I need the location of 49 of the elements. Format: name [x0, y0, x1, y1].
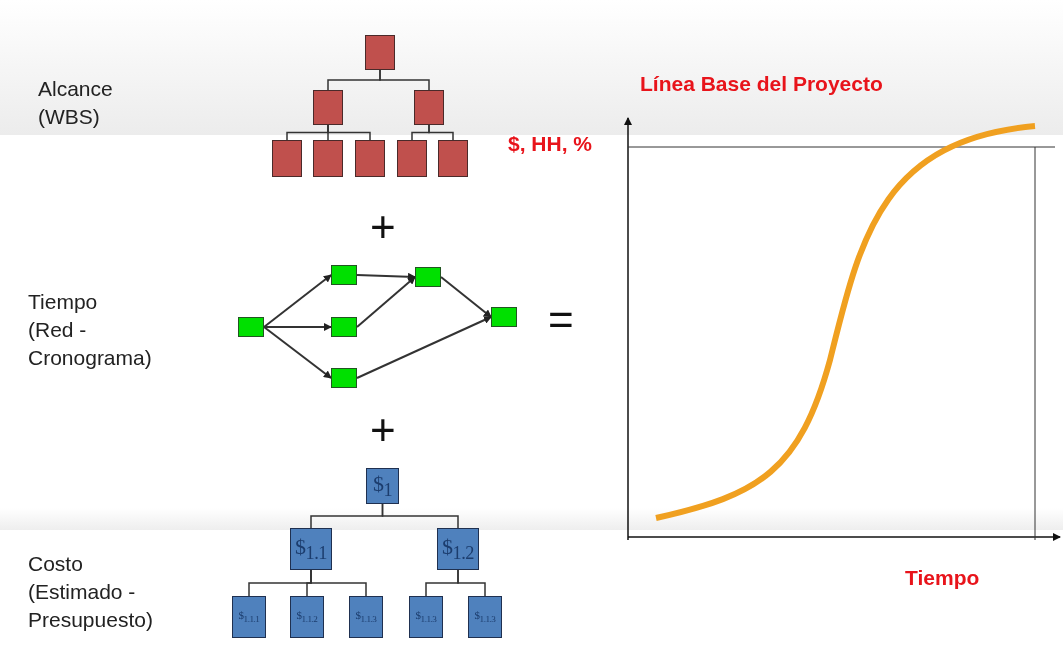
tree-connector: [379, 69, 430, 91]
cost-code: $$_{1}$: [372, 470, 393, 502]
wbs-box: [313, 90, 343, 125]
plus-sign: +: [370, 408, 396, 452]
tree-connector: [381, 503, 459, 529]
cost-code: $$_{1.1.3}$: [415, 609, 437, 625]
wbs-box: [365, 35, 395, 70]
arrow: [263, 326, 332, 379]
arrow: [356, 316, 492, 379]
wbs-box: [397, 140, 427, 177]
activity-box: [331, 368, 357, 388]
activity-box: [415, 267, 441, 287]
arrow: [356, 272, 416, 281]
cost-box: [366, 468, 399, 504]
chart-title: Línea Base del Proyecto: [640, 72, 883, 96]
activity-box: [331, 265, 357, 285]
cost-code: $$_{1.1}$: [295, 533, 327, 565]
equals-sign: =: [548, 298, 574, 342]
row-heading: Costo (Estimado - Presupuesto): [28, 551, 154, 633]
arrow: [263, 274, 332, 328]
activity-box: [331, 317, 357, 337]
cost-box: [468, 596, 502, 638]
tree-connector: [457, 569, 486, 597]
cost-code: $$_{1.1.1}$: [238, 609, 260, 625]
cost-box: [349, 596, 383, 638]
wbs-box: [438, 140, 468, 177]
activity-box: [238, 317, 264, 337]
cost-code: $$_{1.1.3}$: [474, 609, 496, 625]
cost-box: [290, 596, 324, 638]
cost-box: [232, 596, 266, 638]
tree-connector: [428, 124, 454, 141]
arrow: [356, 276, 416, 328]
activity-box: [491, 307, 517, 327]
plus-sign: +: [370, 205, 396, 249]
arrow: [440, 276, 492, 318]
row-heading: Alcance (WBS): [38, 76, 114, 130]
tree-connector: [327, 124, 371, 141]
cost-code: $$_{1.1.2}$: [296, 609, 318, 625]
tree-connector: [310, 569, 367, 597]
axis-label: Tiempo: [905, 566, 980, 590]
arrow: [263, 323, 332, 331]
wbs-box: [272, 140, 302, 177]
unit-note: $, HH, %: [507, 131, 593, 157]
wbs-box: [313, 140, 343, 177]
wbs-box: [355, 140, 385, 177]
wbs-box: [414, 90, 444, 125]
cost-code: $$_{1.2}$: [442, 533, 474, 565]
cost-code: $$_{1.1.3}$: [355, 609, 377, 625]
cost-box: [409, 596, 443, 638]
